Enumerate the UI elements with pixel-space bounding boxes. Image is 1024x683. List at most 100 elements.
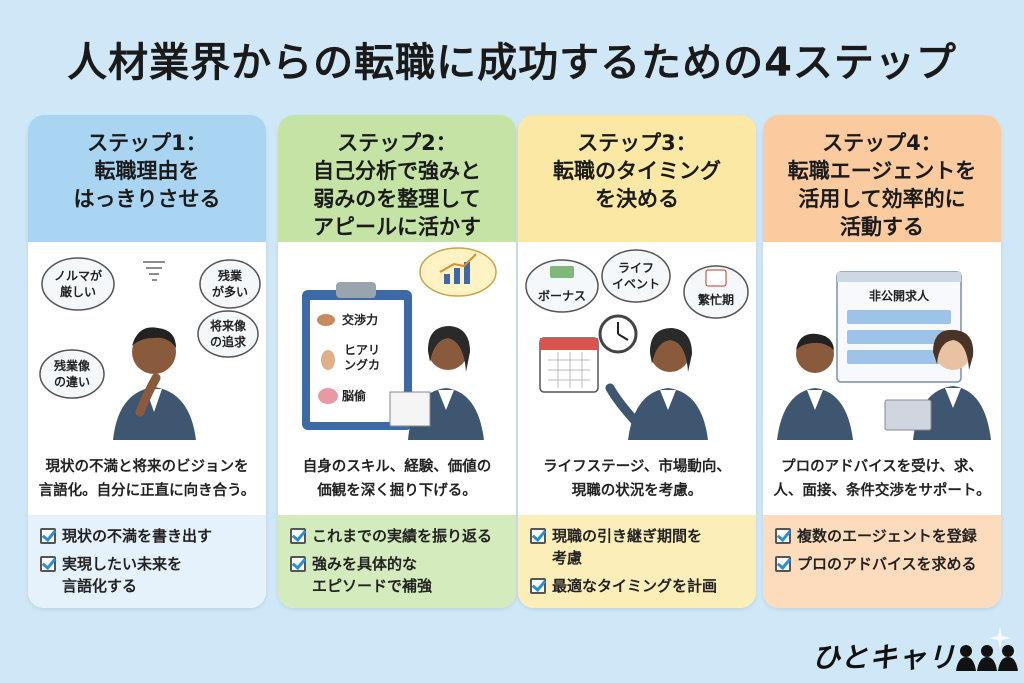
step-label: ステップ2：: [337, 131, 457, 155]
checklist-text: エピソードで補強: [312, 577, 433, 595]
step-heading: ステップ4： 転職エージェントを 活用して効率的に 活動する: [763, 115, 1001, 242]
description-line: 自身のスキル、経験、価値の: [302, 459, 492, 475]
bubble-text: 残業像: [54, 358, 91, 373]
person-agent: [884, 329, 991, 440]
checklist-item: 複数のエージェントを登録: [775, 525, 993, 547]
bubble-text: ライフ: [618, 261, 654, 275]
step-description: 自身のスキル、経験、価値の 価観を深く掘り下げる。: [286, 455, 508, 503]
checkbox-icon: [290, 528, 306, 544]
page-title: 人材業界からの転職に成功するための4ステップ: [67, 40, 957, 86]
window-title: 非公開求人: [869, 288, 930, 303]
checklist-item: 最適なタイミングを計画: [530, 575, 748, 597]
checkbox-icon: [290, 556, 306, 572]
step-heading: ステップ3： 転職のタイミング を決める: [518, 115, 756, 242]
checklist-text: 現状の不満を書き出す: [62, 527, 213, 545]
bubble-text: が多い: [212, 284, 248, 299]
brain-icon: [318, 388, 338, 404]
checklist-text: 最適なタイミングを計画: [552, 577, 718, 595]
step-title-line: を決める: [595, 187, 679, 211]
step-title-line: 転職理由を: [94, 159, 200, 183]
clipboard-item: 脳偷: [342, 388, 366, 403]
description-line: 現状の不満と将来のビジョンを: [45, 459, 249, 475]
checklist-item: 強みを具体的な エピソードで補強: [290, 553, 508, 597]
logo-text: ひとキャリ: [812, 641, 957, 674]
worried-person-illustration: ノルマが 厳しい 残業 が多い 将来像 の追求 残業像 の違い: [39, 257, 261, 440]
bubble-text: 将来像: [210, 318, 247, 333]
bubble-text: イベント: [612, 277, 660, 291]
checkbox-icon: [775, 556, 791, 572]
checklist-item: 現状の不満を書き出す: [40, 525, 258, 547]
handshake-icon: [317, 314, 335, 326]
sparkle-icon: [988, 626, 1012, 650]
checklist-text: 考慮: [552, 549, 583, 567]
bubble-text: 残業: [218, 268, 243, 283]
description-line: 価観を深く掘り下げる。: [317, 483, 477, 499]
step-title-line: 転職エージェントを: [787, 159, 977, 183]
thought-bubble: ライフ イベント: [601, 249, 671, 303]
checklist: 現職の引き継ぎ期間を 考慮 最適なタイミングを計画: [518, 515, 756, 608]
checklist-item: これまでの実績を振り返る: [290, 525, 508, 547]
checklist-text: 現職の引き継ぎ期間を: [552, 527, 703, 545]
calendar-icon: [539, 337, 599, 393]
thought-bubble: 残業像 の違い: [39, 349, 105, 399]
checklist-item: 実現したい未来を 言語化する: [40, 553, 258, 597]
checkbox-icon: [40, 528, 56, 544]
step-label: ステップ1：: [87, 131, 207, 155]
step-description: ライフステージ、市場動向、 現職の状況を考慮。: [526, 455, 748, 503]
checklist: これまでの実績を振り返る 強みを具体的な エピソードで補強: [278, 515, 516, 608]
checklist: 現状の不満を書き出す 実現したい未来を 言語化する: [28, 515, 266, 608]
step-title-line: アピールに活かす: [313, 215, 481, 239]
job-listing-window: 非公開求人: [836, 271, 962, 383]
checkbox-icon: [530, 528, 546, 544]
step-title-line: 活用して効率的に: [798, 187, 966, 211]
step-title-line: 弱みのを整理して: [313, 187, 481, 211]
thought-bubble: 残業 が多い: [199, 259, 261, 309]
description-line: 人、面接、条件交渉をサポート。: [773, 483, 991, 499]
chart-bubble-icon: [419, 247, 497, 297]
clipboard-item: ヒアリ: [344, 343, 380, 357]
step-title-line: 転職のタイミング: [553, 159, 721, 183]
checkbox-icon: [530, 578, 546, 594]
bubble-text: 厳しい: [60, 284, 96, 299]
bubble-text: ノルマが: [54, 268, 102, 283]
clipboard: 交渉力 ヒアリ ングカ 脳偷: [302, 282, 412, 430]
person: [389, 326, 484, 440]
step-card-1: ステップ1： 転職理由を はっきりさせる ノルマが 厳しい 残業 が多い 将来像…: [28, 115, 266, 608]
brand-logo: ひとキャリ: [812, 636, 1019, 676]
checklist-text: 複数のエージェントを登録: [797, 527, 977, 545]
notepad: [389, 391, 431, 427]
person: [605, 328, 708, 440]
people-icon: [956, 645, 1019, 671]
thought-bubble: ノルマが 厳しい: [41, 257, 115, 311]
checklist-text: これまでの実績を振り返る: [312, 527, 493, 545]
description-line: 言語化。自分に正直に向き合う。: [38, 483, 256, 499]
step-card-2: ステップ2： 自己分析で強みと 弱みのを整理して アピールに活かす 交渉力 ヒア…: [278, 115, 516, 608]
step-title-line: 活動する: [840, 215, 924, 239]
step-title-line: 自己分析で強みと: [313, 159, 481, 183]
description-line: 現職の状況を考慮。: [571, 483, 703, 499]
step-card-3: ステップ3： 転職のタイミング を決める ボーナス ライフ イベント 繁忙期: [518, 115, 756, 608]
checklist-text: 実現したい未来を: [62, 555, 183, 573]
checkbox-icon: [40, 556, 56, 572]
clipboard-item: 交渉力: [342, 312, 378, 327]
step-title-line: はっきりさせる: [73, 187, 221, 211]
self-analysis-illustration: 交渉力 ヒアリ ングカ 脳偷: [302, 247, 497, 440]
bubble-text: の追求: [210, 334, 247, 349]
checklist: 複数のエージェントを登録 プロのアドバイスを求める: [763, 515, 1001, 608]
bubble-text: の違い: [54, 374, 90, 389]
checklist-text: プロのアドバイスを求める: [797, 555, 977, 573]
agent-illustration: 非公開求人: [777, 271, 991, 440]
checklist-item: プロのアドバイスを求める: [775, 553, 993, 575]
step-description: プロのアドバイスを受け、求、 人、面接、条件交渉をサポート。: [771, 455, 993, 503]
calendar-icon: [705, 269, 727, 287]
thought-bubble: 将来像 の追求: [197, 310, 259, 358]
thought-bubble: ボーナス: [525, 259, 599, 313]
bubble-text: 繁忙期: [698, 292, 734, 307]
step-card-4: ステップ4： 転職エージェントを 活用して効率的に 活動する 非公開求人 プ: [763, 115, 1001, 608]
checkbox-icon: [775, 528, 791, 544]
description-line: プロのアドバイスを受け、求、: [781, 459, 983, 475]
laptop-icon: [884, 399, 932, 431]
money-icon: [550, 266, 574, 278]
description-line: ライフステージ、市場動向、: [543, 459, 731, 475]
step-heading: ステップ2： 自己分析で強みと 弱みのを整理して アピールに活かす: [278, 115, 516, 242]
